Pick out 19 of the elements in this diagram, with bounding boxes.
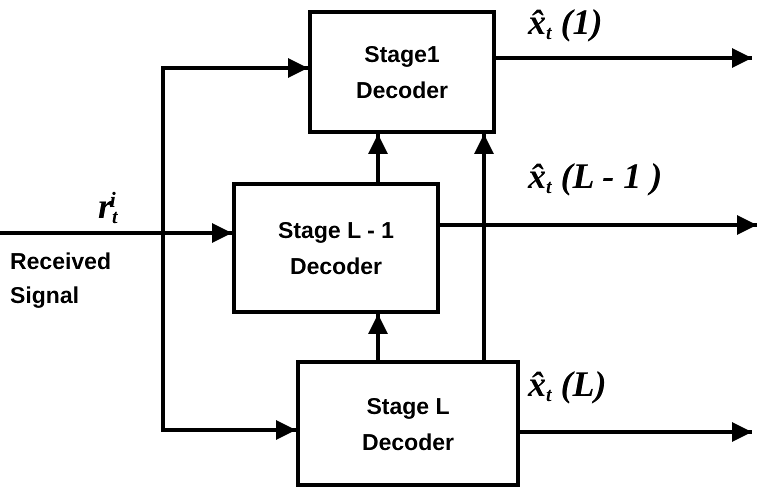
decoder-box [308,10,496,134]
decoder-box [296,360,520,487]
decoder-label: Stage L Decoder [360,392,456,456]
decoder-label: Stage L - 1 Decoder [277,216,395,281]
arrow [368,134,388,182]
arrow [496,48,752,68]
arrow [368,314,388,360]
decoder-box [232,182,440,314]
arrow [440,215,757,235]
signal-label: x̂$_{t}$ (1) [528,2,603,42]
signal-label: x̂$_{t}$ (L - 1 ) [528,156,662,196]
decoder-label: Stage1 Decoder [354,40,450,105]
arrow [520,422,752,442]
arrow [161,58,308,233]
arrow [0,223,232,243]
arrow [161,233,296,440]
input-label: Received Signal [10,247,112,310]
arrow [474,134,494,360]
signal-label: x̂$_{t}$ (L) [528,364,607,404]
